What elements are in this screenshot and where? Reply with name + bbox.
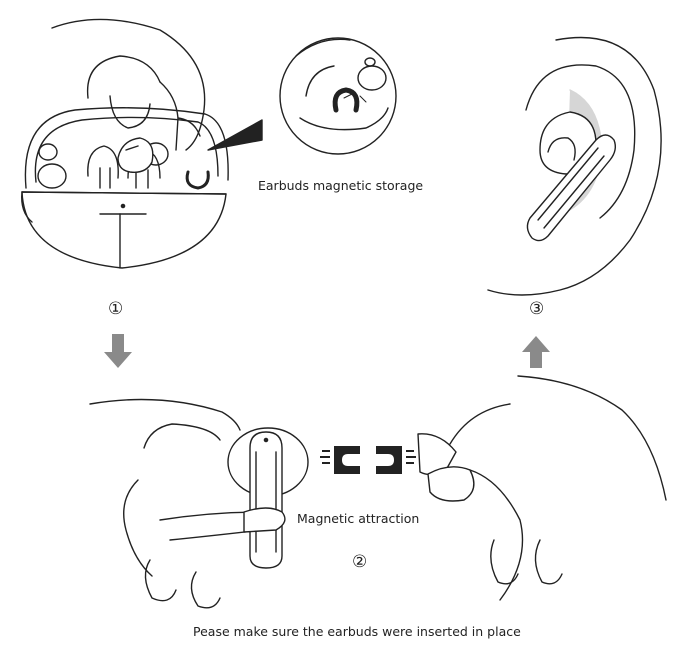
- earbud-icon: [526, 134, 617, 242]
- arrow-up-icon: [522, 336, 550, 368]
- zoom-detail: [279, 37, 397, 155]
- attraction-label: Magnetic attraction: [297, 511, 420, 526]
- earbud-icon: [227, 427, 309, 569]
- charging-case-icon: [21, 107, 229, 269]
- step-two-marker: ②: [352, 552, 368, 572]
- step-three-marker: ③: [529, 299, 545, 319]
- arrow-down-icon: [104, 334, 132, 368]
- magnet-icon: [320, 446, 416, 474]
- storage-label: Earbuds magnetic storage: [258, 178, 424, 193]
- footer-note: Pease make sure the earbuds were inserte…: [193, 624, 521, 639]
- zoom-pointer: [207, 119, 263, 151]
- hand-icon: [417, 375, 667, 601]
- hand-icon: [89, 398, 268, 609]
- step-one-marker: ①: [108, 299, 124, 319]
- hand-icon: [51, 18, 206, 173]
